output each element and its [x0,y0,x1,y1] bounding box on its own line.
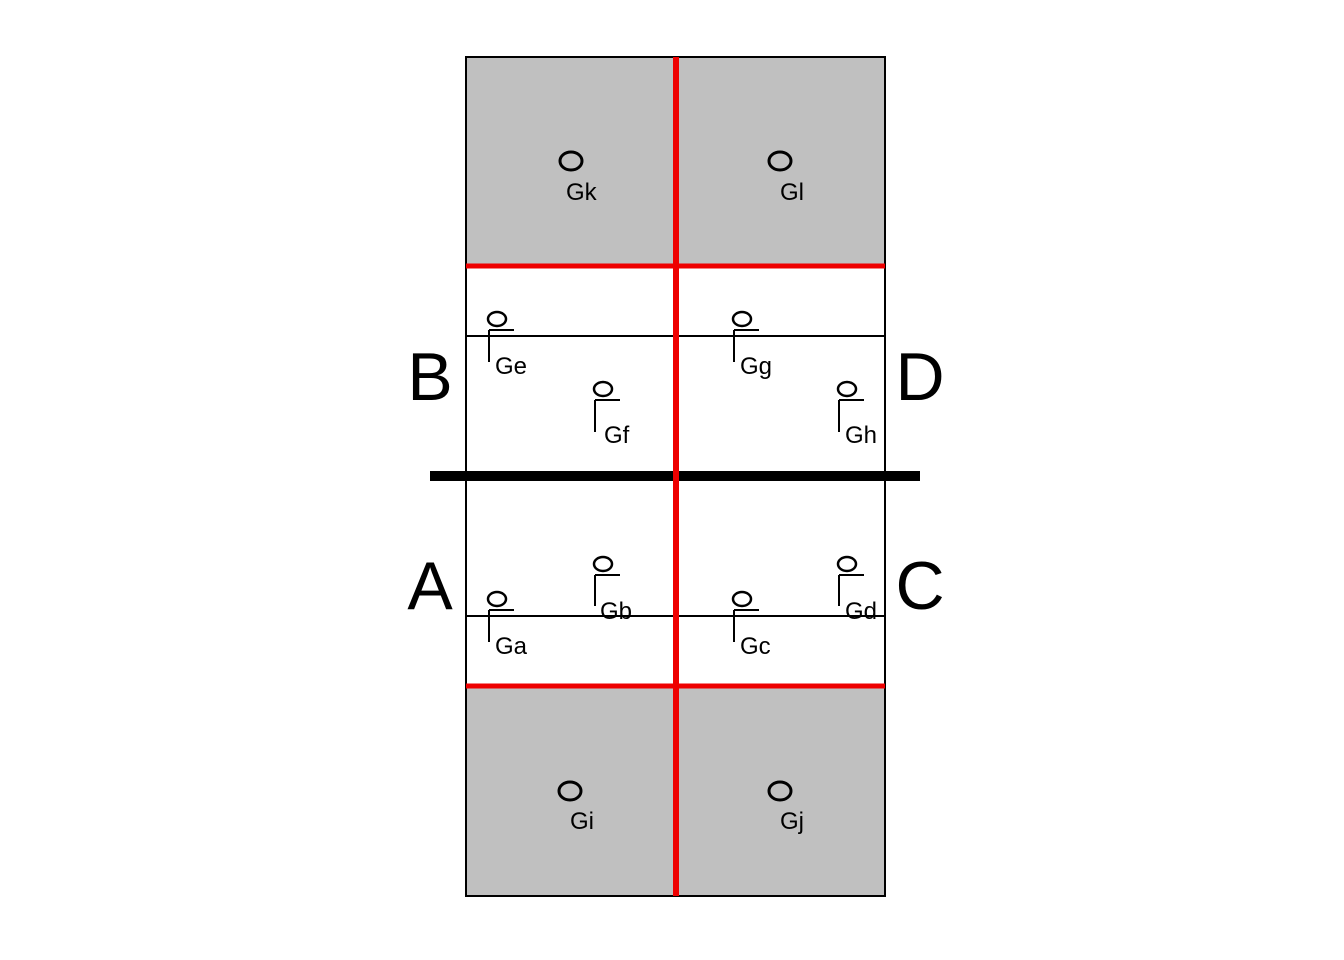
player-figure-icon [731,590,759,642]
back-zone-bottom-right [676,686,885,896]
player-label: Gb [600,598,632,625]
court-player-ge: Ge [486,310,527,380]
player-label: Gl [780,179,804,206]
player-figure-icon [836,380,864,432]
player-figure-icon [731,310,759,362]
player-label: Ga [495,633,528,660]
side-label-b: B [407,339,452,415]
player-figure-icon [592,555,620,606]
player-label: Gj [780,808,804,835]
player-marker-icon [767,150,793,172]
court-player-gf: Gf [592,380,630,449]
player-figure-icon [486,590,514,642]
court-player-gg: Gg [731,310,772,380]
player-marker-icon [558,150,584,172]
court-player-gd: Gd [836,555,877,625]
player-label: Gi [570,808,594,835]
player-label: Gk [566,179,598,206]
player-figure-icon [836,555,864,606]
player-label: Gf [604,422,630,449]
zone-player-gl: Gl [767,150,804,206]
zone-player-gj: Gj [767,780,804,835]
court-player-ga: Ga [486,590,528,660]
player-marker-icon [767,780,793,802]
zone-player-gi: Gi [557,780,594,835]
side-label-a: A [407,548,453,624]
court-player-gb: Gb [592,555,632,625]
player-marker-icon [557,780,583,802]
player-figure-icon [592,380,620,432]
player-label: Gc [740,633,771,660]
back-zone-top-right [676,57,885,266]
player-label: Ge [495,353,527,380]
player-label: Gd [845,598,877,625]
court-player-gc: Gc [731,590,771,660]
side-label-d: D [895,339,944,415]
zone-player-gk: Gk [558,150,598,206]
player-figure-icon [486,310,514,362]
side-label-c: C [895,548,944,624]
court-player-gh: Gh [836,380,877,449]
player-label: Gh [845,422,877,449]
player-label: Gg [740,353,772,380]
back-zone-top-left [466,57,676,266]
back-zone-bottom-left [466,686,676,896]
